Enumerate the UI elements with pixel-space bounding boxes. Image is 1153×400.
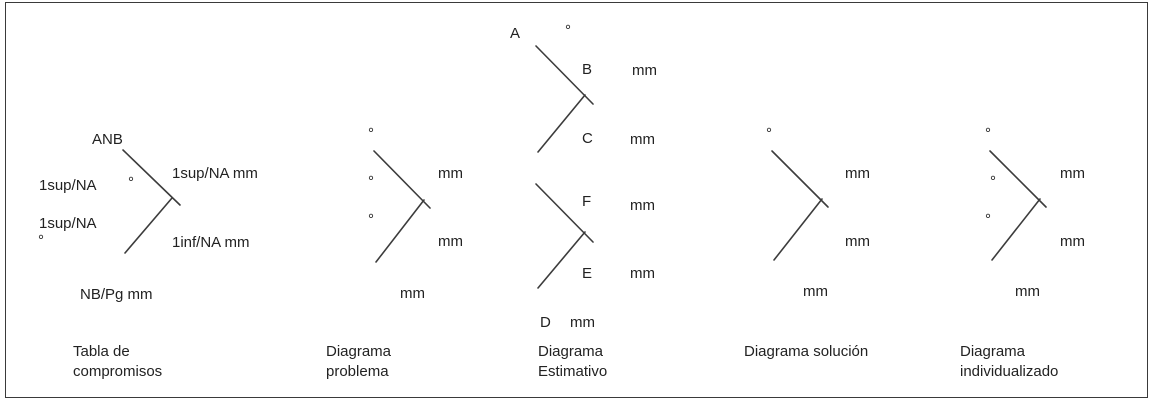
panel-tabla-compromisos: ANB 1sup/NA ° 1sup/NA mm 1sup/NA ° 1inf/… [38, 131, 258, 303]
mm-label: mm [438, 233, 463, 250]
degree-mark: ° [128, 174, 134, 191]
estimativo-upper-bottom-arm [537, 94, 586, 153]
estimativo-lower-top-arm [535, 183, 594, 243]
mm-label: mm [630, 131, 655, 148]
estimativo-upper-top-arm [535, 45, 594, 105]
caption-line: Tabla de [73, 343, 130, 360]
degree-mark: ° [38, 232, 44, 249]
label-b: B [582, 61, 592, 78]
panel-diagrama-individualizado: ° ° ° mm mm mm [985, 125, 1085, 300]
label-e: E [582, 265, 592, 282]
mm-label: mm [632, 62, 657, 79]
caption-diagrama-estimativo: Diagrama Estimativo [538, 342, 607, 382]
caption-line: Diagrama [538, 343, 604, 360]
solucion-upper-arm [771, 150, 829, 208]
bottom-label: NB/Pg mm [80, 286, 153, 303]
mm-label: mm [438, 165, 463, 182]
caption-line: Estimativo [538, 363, 608, 380]
panel-diagrama-solucion: ° mm mm mm [766, 125, 870, 300]
degree-mark: ° [368, 173, 374, 190]
compromisos-lower-arm [124, 197, 173, 254]
mm-label: mm [845, 165, 870, 182]
problema-upper-arm [373, 150, 431, 209]
caption-line: Diagrama [326, 343, 392, 360]
degree-mark: ° [766, 125, 772, 142]
left-bottom-label: 1sup/NA [39, 215, 97, 232]
mm-label: mm [803, 283, 828, 300]
mm-label: mm [630, 265, 655, 282]
degree-mark: ° [990, 173, 996, 190]
caption-diagrama-solucion: Diagrama solución [744, 342, 868, 362]
caption-tabla-compromisos: Tabla de compromisos [73, 342, 162, 382]
diagram-frame [5, 2, 1148, 398]
problema-lower-arm [375, 199, 425, 263]
individualizado-lower-arm [991, 198, 1041, 261]
caption-line: individualizado [960, 363, 1059, 380]
caption-line: Diagrama [960, 343, 1026, 360]
degree-mark: ° [985, 211, 991, 228]
label-c: C [582, 130, 593, 147]
degree-mark: ° [368, 125, 374, 142]
mm-label: mm [845, 233, 870, 250]
mm-label: mm [570, 314, 595, 331]
degree-mark: ° [565, 22, 571, 39]
caption-diagrama-individualizado: Diagrama individualizado [960, 342, 1058, 382]
right-top-label: 1sup/NA mm [172, 165, 258, 182]
panel-diagrama-problema: ° ° ° mm mm mm [368, 125, 463, 302]
right-bottom-label: 1inf/NA mm [172, 234, 250, 251]
caption-line: Diagrama solución [744, 343, 869, 360]
caption-line: compromisos [73, 363, 163, 380]
mm-label: mm [1060, 165, 1085, 182]
individualizado-upper-arm [989, 150, 1047, 208]
degree-mark: ° [368, 211, 374, 228]
label-d: D [540, 314, 551, 331]
mm-label: mm [630, 197, 655, 214]
mm-label: mm [1015, 283, 1040, 300]
panel-diagrama-estimativo: A ° B mm C mm F mm E mm D mm [510, 22, 657, 331]
caption-diagrama-problema: Diagrama problema [326, 342, 391, 382]
solucion-lower-arm [773, 198, 823, 261]
mm-label: mm [400, 285, 425, 302]
estimativo-lower-bottom-arm [537, 231, 586, 289]
compromisos-upper-arm [122, 149, 181, 206]
left-top-label: 1sup/NA [39, 177, 97, 194]
label-f: F [582, 193, 591, 210]
anb-label: ANB [92, 131, 123, 148]
caption-line: problema [326, 363, 389, 380]
degree-mark: ° [985, 125, 991, 142]
label-a: A [510, 25, 520, 42]
mm-label: mm [1060, 233, 1085, 250]
